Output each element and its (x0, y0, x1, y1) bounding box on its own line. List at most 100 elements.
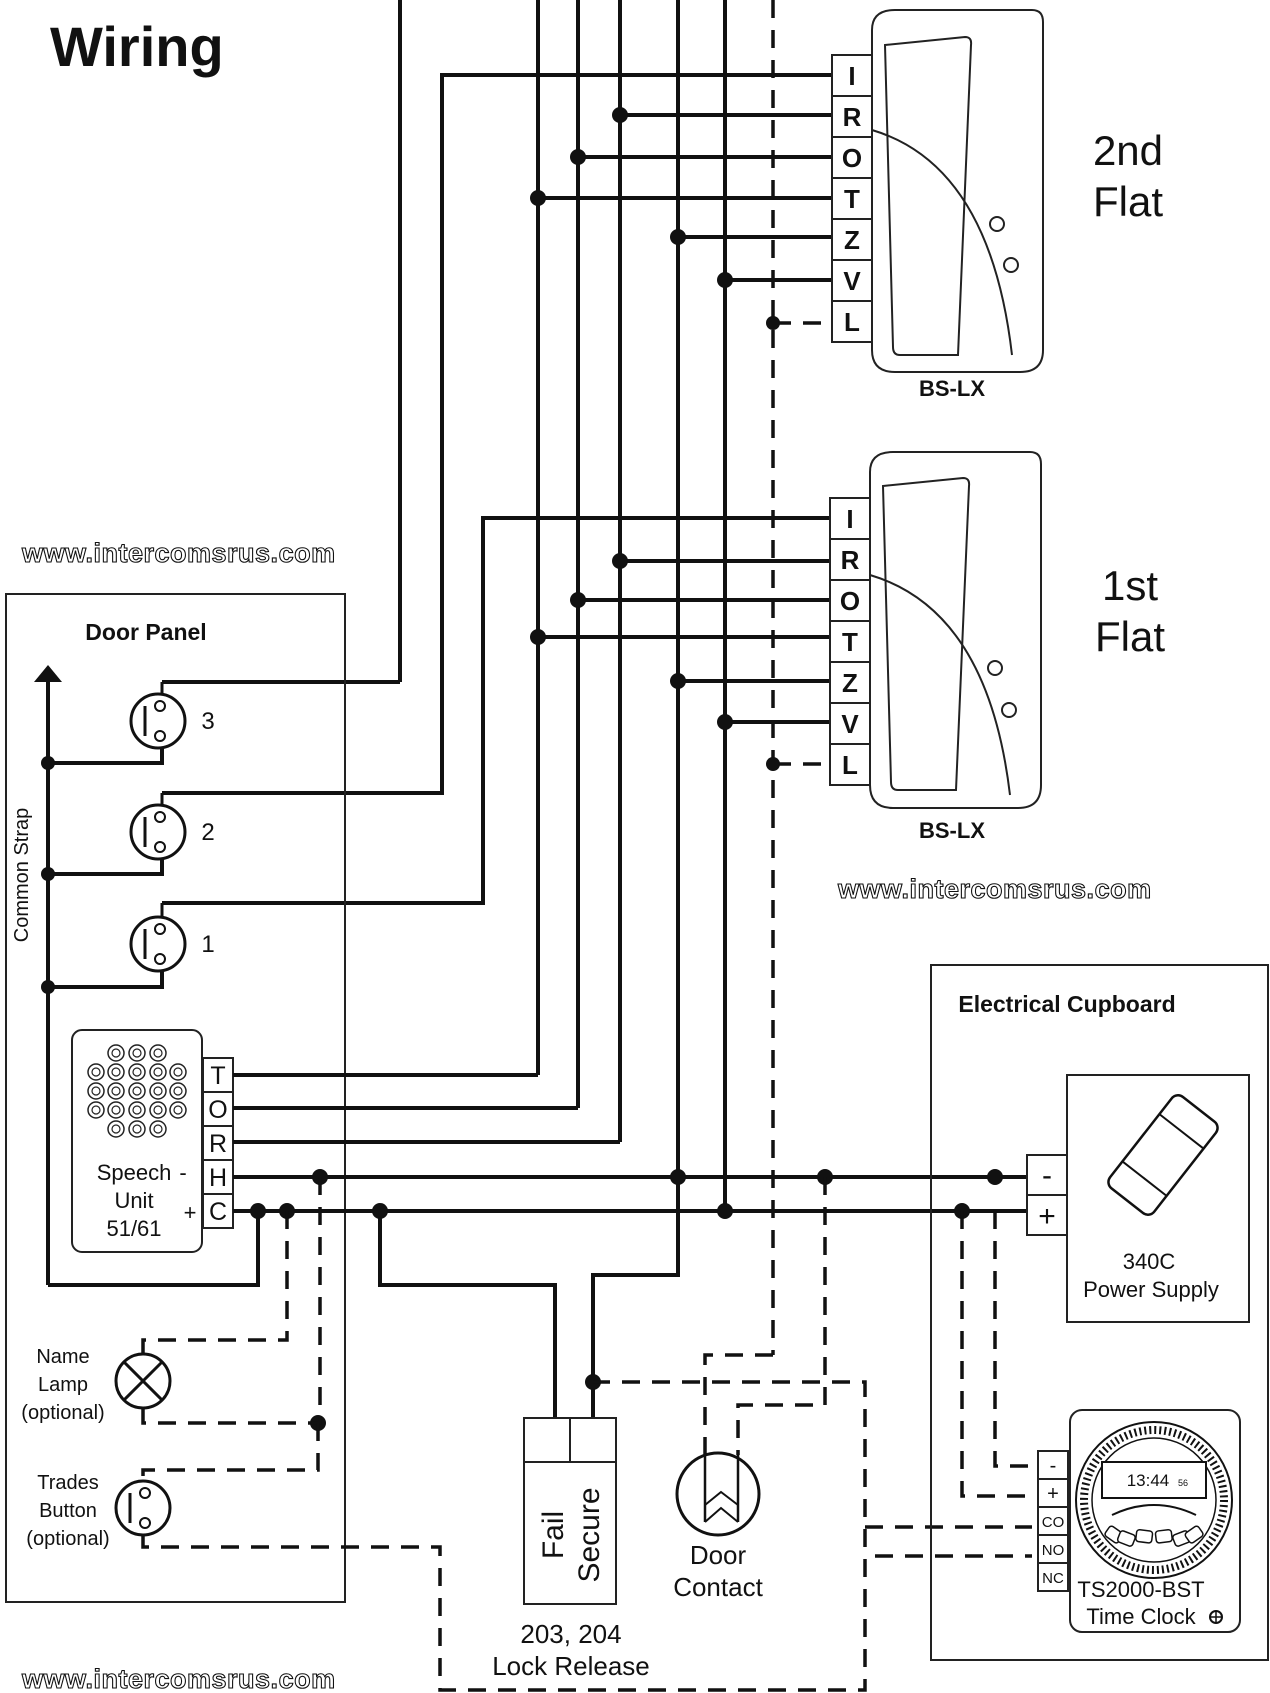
flat1-terminal-block: I R O T Z V L (829, 497, 871, 786)
clock-display (1101, 1461, 1207, 1499)
dashed-wiring (141, 1177, 1032, 1692)
common-strap-label: Common Strap (11, 808, 33, 943)
flat1-terminal-i: I (846, 504, 853, 534)
lock-release-fail: Fail (537, 1511, 570, 1559)
flat2-handset-body (871, 9, 1044, 373)
power-supply-terminal-minus: - (1042, 1159, 1052, 1192)
speaker-grille-icon (87, 1044, 187, 1138)
flat2-label-line1: 2nd (1093, 127, 1163, 174)
electrical-cupboard-title: Electrical Cupboard (958, 991, 1175, 1017)
flat2-handset-curve (871, 129, 1013, 356)
bell-push-3 (129, 682, 187, 750)
clock-display-time: 13:44 (1127, 1471, 1170, 1490)
speech-unit-line3: 51/61 (106, 1216, 161, 1241)
speech-terminal-h: H (209, 1164, 227, 1192)
time-clock-model: TS2000-BST (1077, 1577, 1204, 1602)
flat2-model: BS-LX (919, 376, 985, 401)
electrical-cupboard-frame (930, 964, 1269, 1661)
name-lamp-icon (114, 1352, 172, 1410)
name-lamp-line2: Lamp (38, 1374, 88, 1396)
door-panel-frame (5, 593, 346, 1603)
flat2-terminal-o: O (842, 143, 862, 173)
trades-button-icon (114, 1479, 172, 1537)
flat2-wiring (530, 107, 832, 330)
power-supply-model: 340C (1123, 1249, 1176, 1274)
bell-push-2 (129, 793, 187, 861)
time-clock-terminal-no: NO (1042, 1542, 1065, 1559)
door-contact: Door Contact (673, 1451, 764, 1602)
power-supply-terminal-plus: + (1038, 1200, 1056, 1233)
name-lamp-line1: Name (36, 1346, 89, 1368)
speech-unit-line1: Speech (97, 1160, 172, 1185)
flat1-terminal-l: L (842, 750, 858, 780)
time-clock-terminal-minus: - (1050, 1455, 1057, 1477)
flat2-terminal-t: T (844, 184, 860, 214)
speech-terminal-r: R (209, 1130, 227, 1158)
clock-buttons (1104, 1525, 1204, 1547)
flat1-wiring (530, 553, 832, 771)
power-supply: 340C Power Supply - + (1026, 1074, 1250, 1323)
watermark-2: www.intercomsrus.com (837, 874, 1152, 904)
electrical-cupboard: Electrical Cupboard 340C Power Supply - … (930, 964, 1269, 1661)
trades-button-line1: Trades (37, 1472, 99, 1494)
flat1-handset-body (869, 451, 1042, 809)
name-lamp-line3: (optional) (21, 1402, 104, 1424)
speech-terminal-c: C (209, 1198, 227, 1226)
flat2-button-1 (989, 216, 1005, 232)
flat1-terminal-t: T (842, 627, 858, 657)
time-clock-terminal-plus: + (1047, 1483, 1059, 1505)
flat2-terminal-l: L (844, 307, 860, 337)
flat1-button-1 (987, 660, 1003, 676)
flat2-handset-earpiece (883, 35, 973, 356)
trades-button-line2: Button (39, 1500, 97, 1522)
flat1-terminal-r: R (841, 545, 860, 575)
door-contact-line1: Door (690, 1540, 747, 1570)
bell-push-3-label: 3 (201, 708, 214, 735)
flat1-label-line2: Flat (1095, 613, 1165, 660)
flat2-terminal-r: R (843, 102, 862, 132)
clock-dial-ring-icon (1080, 1426, 1228, 1574)
clock-display-seconds: 56 (1178, 1478, 1188, 1488)
riser-wires (162, 0, 832, 1355)
flat1-terminal-z: Z (842, 668, 858, 698)
speech-unit-minus: - (179, 1160, 186, 1185)
speech-unit-plus: + (184, 1200, 197, 1225)
flat2-terminal-block: I R O T Z V L (831, 54, 873, 343)
door-contact-line2: Contact (673, 1572, 763, 1602)
bell-push-1-label: 1 (201, 931, 214, 958)
flat2-terminal-z: Z (844, 225, 860, 255)
trades-button-line3: (optional) (26, 1528, 109, 1550)
fuse-icon (1107, 1094, 1219, 1216)
flat1-handset-earpiece (881, 476, 971, 791)
time-clock-terminal-block: - + CO NO NC (1037, 1450, 1069, 1592)
flat1-button-2 (1001, 702, 1017, 718)
flat1-label-line1: 1st (1102, 562, 1158, 609)
speech-unit-terminal-block: T O R H C (202, 1057, 234, 1229)
lock-release-name: Lock Release (492, 1651, 650, 1681)
time-clock-terminal-nc: NC (1042, 1570, 1064, 1587)
time-clock-terminal-co: CO (1042, 1514, 1065, 1531)
flat1-handset-curve (869, 574, 1011, 796)
flat2-terminal-v: V (843, 266, 861, 296)
lock-release-numbers: 203, 204 (520, 1619, 621, 1649)
speech-terminal-o: O (208, 1096, 227, 1124)
time-clock: 13:44 56 TS2000-BST Time Clock - + CO NO… (1037, 1409, 1241, 1633)
lock-release: Fail Secure 203, 204 Lock Release (492, 1417, 650, 1681)
bell-push-2-label: 2 (201, 819, 214, 846)
flat2-terminal-i: I (848, 61, 855, 91)
speech-unit-line2: Unit (114, 1188, 153, 1213)
time-clock-name: Time Clock (1086, 1604, 1196, 1629)
watermark-1: www.intercomsrus.com (21, 538, 336, 568)
flat1-handset: I R O T Z V L BS-LX (829, 451, 1042, 843)
lock-release-secure: Secure (573, 1487, 606, 1582)
door-panel-title: Door Panel (85, 619, 206, 645)
bell-push-1 (129, 903, 187, 973)
door-panel: Door Panel Common Strap 3 2 (5, 593, 346, 1603)
flat1-terminal-v: V (841, 709, 859, 739)
flat2-handset: I R O T Z V L BS-LX (831, 9, 1044, 401)
power-supply-name: Power Supply (1083, 1277, 1219, 1302)
watermark-3: www.intercomsrus.com (21, 1664, 336, 1693)
flat1-model: BS-LX (919, 818, 985, 843)
speech-terminal-t: T (210, 1062, 225, 1090)
